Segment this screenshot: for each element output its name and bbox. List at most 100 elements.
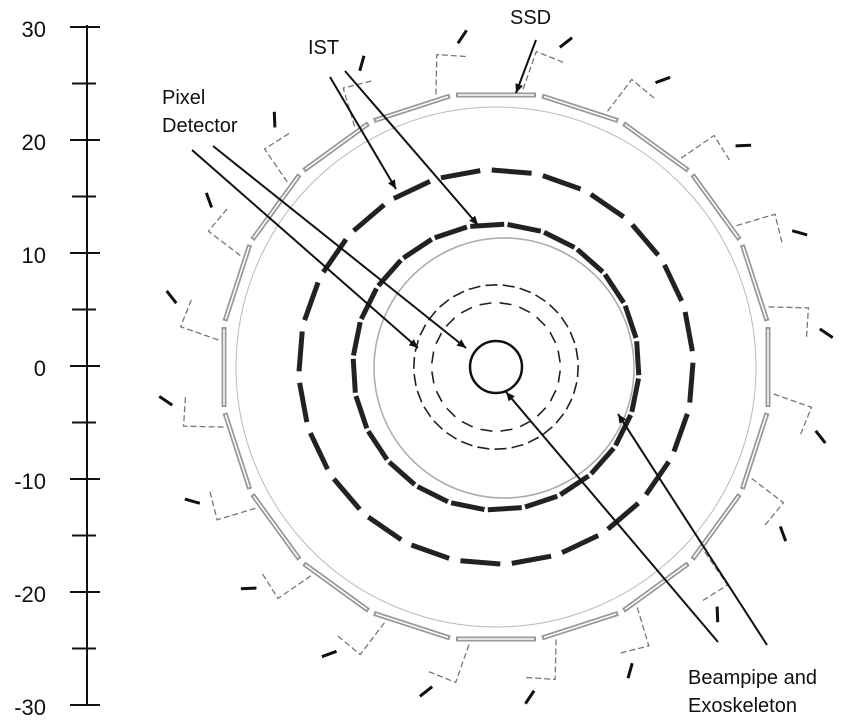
pixel-ladder <box>477 446 490 450</box>
pixel-ladder <box>519 287 532 294</box>
pixel-ladder <box>413 373 417 387</box>
ssd-support-bracket <box>680 134 730 161</box>
pixel-ladder <box>439 298 450 308</box>
pixel-ladder <box>460 306 473 314</box>
ist-ladder <box>487 505 522 513</box>
axis-ticks <box>70 26 100 706</box>
ist-ladder <box>524 493 559 510</box>
ist-ladder <box>491 167 532 176</box>
pixel-ladder <box>557 350 561 363</box>
pixel-ladder <box>576 365 579 378</box>
pixel-ladder <box>549 389 557 402</box>
ist-ladder <box>560 533 600 555</box>
callout-labels: SSD IST Pixel Detector Beampipe and Exos… <box>162 7 817 717</box>
ssd-support-bracket <box>209 491 256 521</box>
pixel-ladder <box>446 407 456 418</box>
tick-label-20: 20 <box>22 130 46 155</box>
ssd-ladder-inner <box>624 124 688 170</box>
ist-ladder <box>351 321 363 356</box>
ist-ladder <box>589 192 626 220</box>
ist-ladder <box>629 378 641 413</box>
pixel-ladder <box>460 440 473 447</box>
pixel-ladder <box>435 332 443 345</box>
ssd-label: SSD <box>510 7 551 29</box>
ssd-ladder-inner <box>693 175 739 239</box>
ssd-clamp <box>321 649 338 659</box>
ssd-clamp <box>358 55 366 72</box>
pixel-ladder <box>560 316 569 328</box>
ssd-support-bracket <box>428 644 470 684</box>
ssd-support-bracket <box>607 78 655 112</box>
pixel-label-line2: Detector <box>162 115 238 137</box>
ssd-support-bracket <box>620 607 650 654</box>
ssd-support-bracket <box>207 208 241 256</box>
pixel-ladder <box>433 420 443 430</box>
ist-ladder <box>392 179 432 201</box>
ist-ladder <box>589 446 616 476</box>
ssd-clamp <box>184 497 201 505</box>
ist-inner-ladders <box>350 221 642 513</box>
ssd-arrow <box>515 39 537 94</box>
ssd-clamp <box>272 111 277 128</box>
ist-ladder <box>302 281 321 321</box>
pixel-arrow-outer <box>191 149 419 349</box>
ssd-support-bracket <box>522 50 564 90</box>
ssd-ladder-inner <box>543 613 617 639</box>
ssd-support-bracket <box>768 306 810 337</box>
beampipe-arrow <box>505 391 719 643</box>
pixel-ladder <box>549 331 557 344</box>
ist-ladder <box>297 382 310 423</box>
ist-ladder <box>440 168 481 181</box>
ssd-ladder-inner <box>304 564 368 610</box>
pixel-ladder <box>575 347 579 361</box>
ssd-clamp <box>158 395 174 407</box>
tick-label-minus-30: -30 <box>14 695 46 720</box>
pixel-ladder <box>445 317 456 327</box>
ist-ladder <box>622 304 639 339</box>
pixel-ladder <box>431 371 435 384</box>
pixel-ladder <box>461 420 474 428</box>
ist-arrow-outer <box>329 76 397 190</box>
pixel-ladder <box>468 285 481 291</box>
ist-ladder <box>450 500 485 512</box>
pixel-ladder <box>416 390 423 403</box>
tick-label-0: 0 <box>34 356 46 381</box>
tick-label-minus-10: -10 <box>14 469 46 494</box>
ist-ladder <box>410 542 450 561</box>
ist-ladder <box>542 173 582 192</box>
pixel-ladder <box>536 316 546 327</box>
ist-ladder <box>353 395 370 430</box>
ist-arrow-inner <box>344 70 479 226</box>
ssd-support-bracket <box>179 299 219 341</box>
pixel-ladder <box>480 428 493 432</box>
ssd-clamp <box>524 689 536 705</box>
ssd-support-ring <box>235 106 757 628</box>
ssd-support-structure <box>158 29 834 705</box>
ist-ladder <box>602 272 626 305</box>
pixel-ladder <box>413 356 416 369</box>
pixel-ladder <box>572 382 578 395</box>
ist-outer-ladders <box>296 167 696 567</box>
ist-ladder <box>558 473 591 497</box>
pixel-ladder <box>557 370 561 383</box>
ist-label: IST <box>308 37 339 59</box>
ist-support-ring <box>373 237 635 499</box>
pixel-ladder <box>535 294 546 303</box>
ist-ladder <box>433 224 468 241</box>
pixel-ladder <box>518 306 531 314</box>
pixel-ladder <box>485 283 498 287</box>
ssd-support-bracket <box>736 213 783 243</box>
pixel-ladder <box>565 398 573 410</box>
ssd-ladder-inner <box>224 414 250 488</box>
ssd-clamp <box>456 29 468 45</box>
ist-ladder <box>460 558 501 567</box>
ist-ladder <box>643 460 671 497</box>
ist-ladder <box>321 237 349 274</box>
beampipe-circle <box>468 339 524 395</box>
ssd-ladder-inner <box>253 495 299 559</box>
ssd-clamp <box>791 229 808 237</box>
axis-tick-labels: 30 20 10 0 -10 -20 -30 <box>14 17 46 720</box>
ssd-support-bracket <box>773 393 813 435</box>
pixel-ladder <box>555 413 565 424</box>
pixel-ladder <box>435 390 443 403</box>
